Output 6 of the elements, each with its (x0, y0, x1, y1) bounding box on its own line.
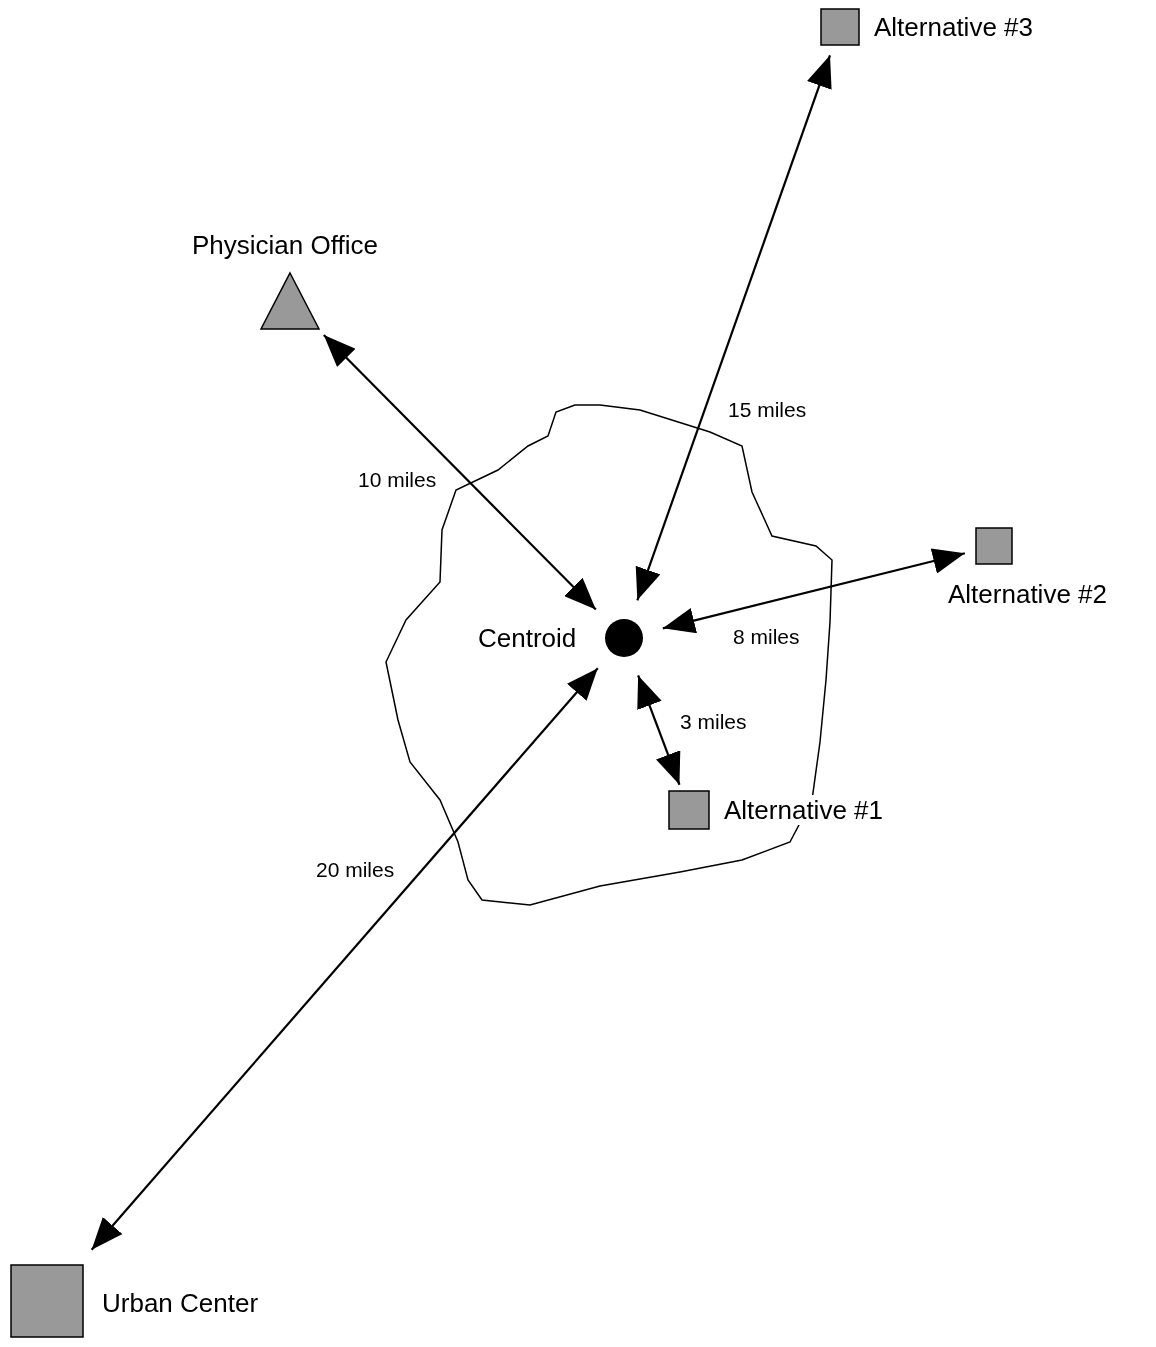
arrow (90, 667, 599, 1251)
arrow (323, 334, 597, 611)
arrow (662, 548, 966, 634)
arrow (637, 675, 681, 786)
arrow (635, 54, 832, 601)
location-label: Alternative #1 (724, 795, 883, 825)
